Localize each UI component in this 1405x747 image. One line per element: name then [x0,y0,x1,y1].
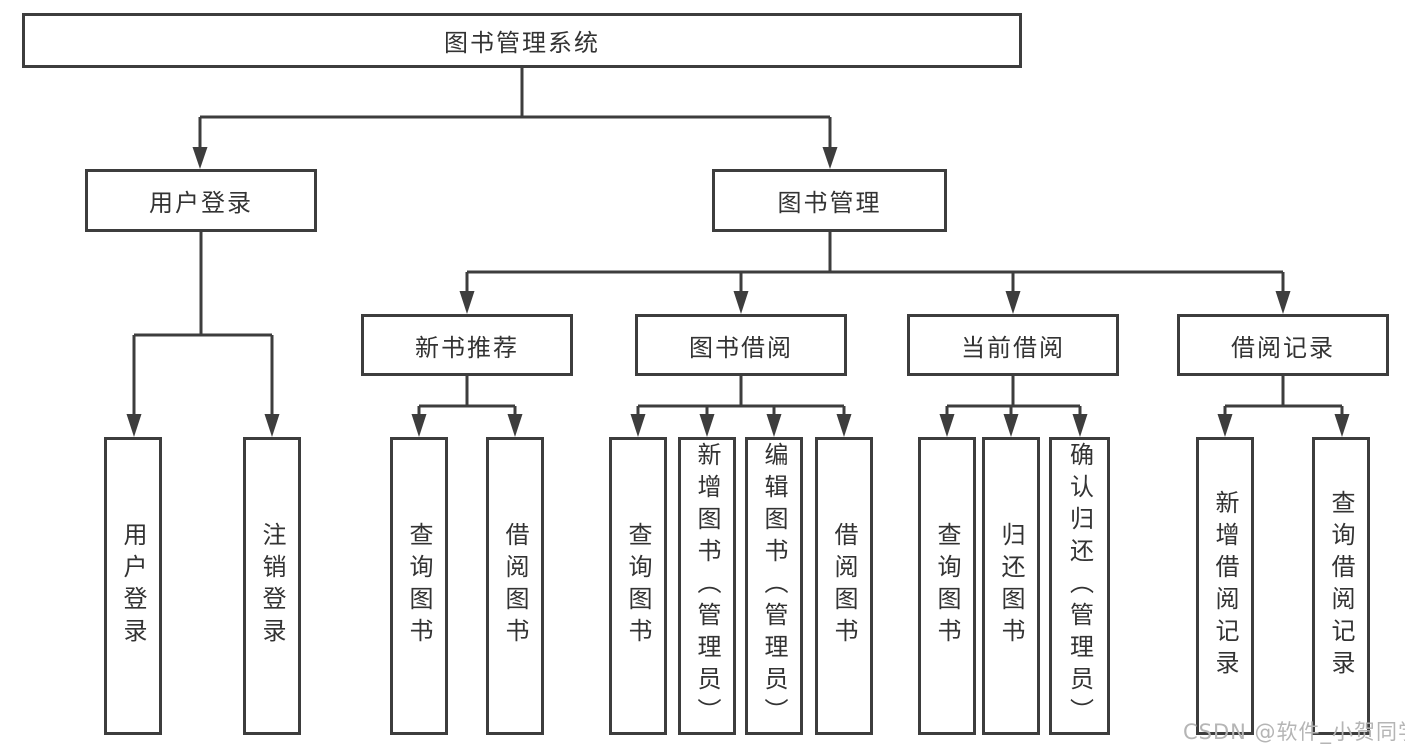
node-label: 图书借阅 [689,333,793,362]
arrowhead [507,414,523,437]
arrowhead [1334,414,1350,437]
arrowhead [733,291,749,314]
node-label: 用户登录 [149,189,253,217]
leaf-label: 新增借阅记录 [1211,490,1239,682]
arrowhead [1275,291,1291,314]
leaf-logout: 注销登录 [243,437,301,735]
edge-records-to-leaves [1223,376,1344,419]
edge-recommend-to-leaves [417,376,517,419]
arrowhead [126,414,142,437]
node-new-book-recommend: 新书推荐 [361,314,573,376]
leaf-label: 查询图书 [933,522,961,650]
leaf-label: 确认归还（管理员） [1065,442,1094,730]
leaf-confirm-return-admin: 确认归还（管理员） [1049,437,1110,735]
node-book-management: 图书管理 [712,169,947,232]
leaf-label: 编辑图书（管理员） [760,442,788,730]
arrowhead [1072,414,1088,437]
leaf-recommend-borrow-books: 借阅图书 [486,437,544,735]
arrowhead [630,414,646,437]
arrowhead [822,147,838,169]
arrowhead [1003,414,1019,437]
leaf-edit-books-admin: 编辑图书（管理员） [745,437,803,735]
node-label: 新书推荐 [415,333,519,362]
edge-borrow-to-leaves [636,376,846,419]
leaf-label: 查询借阅记录 [1327,490,1355,682]
node-book-borrow: 图书借阅 [635,314,847,376]
arrowhead [766,414,782,437]
arrowhead [939,414,955,437]
leaf-label: 查询图书 [624,522,652,650]
edge-root-to-level2 [198,68,832,149]
leaf-current-query-books: 查询图书 [918,437,976,735]
arrowhead [836,414,852,437]
node-current-borrow: 当前借阅 [907,314,1119,376]
leaf-user-login: 用户登录 [104,437,162,735]
leaf-query-borrow-record: 查询借阅记录 [1312,437,1370,735]
node-label: 图书管理系统 [444,29,600,57]
leaf-return-books: 归还图书 [982,437,1040,735]
node-label: 图书管理 [777,189,882,217]
arrowhead [1005,291,1021,314]
arrowhead [1217,414,1233,437]
arrowhead [192,147,208,169]
leaf-label: 注销登录 [258,522,286,650]
leaf-label: 借阅图书 [830,522,858,650]
leaf-borrow-books: 借阅图书 [815,437,873,735]
leaf-label: 归还图书 [997,522,1025,650]
arrowhead [264,414,280,437]
arrowhead [699,414,715,437]
edge-book-mgmt-to-level3 [465,232,1285,295]
leaf-borrow-query-books: 查询图书 [609,437,667,735]
csdn-watermark: CSDN @软件_小贺同学 [1183,720,1405,744]
leaf-label: 新增图书（管理员） [693,442,721,730]
node-label: 借阅记录 [1231,333,1335,362]
leaf-add-books-admin: 新增图书（管理员） [678,437,736,735]
edge-current-to-leaves [945,376,1082,419]
node-root-system: 图书管理系统 [22,13,1022,68]
edge-user-login-to-leaves [132,232,274,418]
leaf-add-borrow-record: 新增借阅记录 [1196,437,1254,735]
leaf-label: 借阅图书 [501,522,529,650]
node-user-login: 用户登录 [85,169,317,232]
leaf-label: 查询图书 [405,522,433,650]
leaf-recommend-query-books: 查询图书 [390,437,448,735]
leaf-label: 用户登录 [119,522,147,650]
node-borrow-records: 借阅记录 [1177,314,1389,376]
arrowhead [459,291,475,314]
node-label: 当前借阅 [961,333,1065,362]
arrowhead [411,414,427,437]
